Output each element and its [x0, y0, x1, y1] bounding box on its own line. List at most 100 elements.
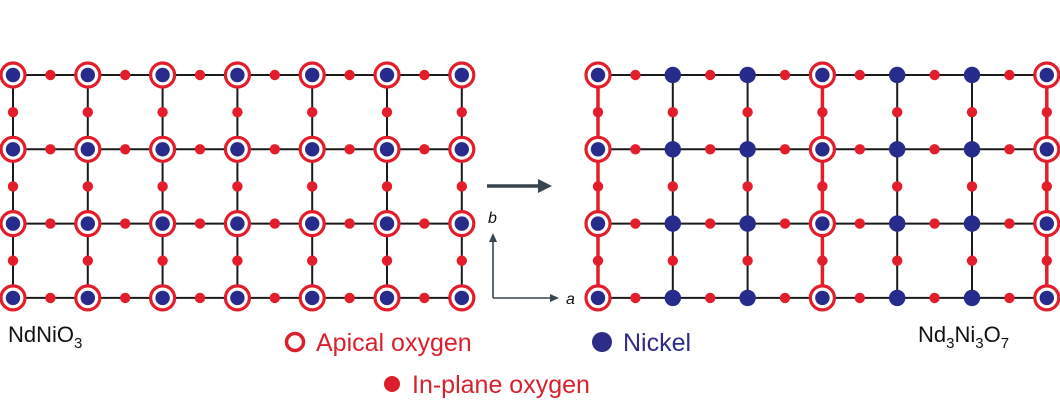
- nickel-atom: [739, 289, 756, 307]
- inplane-oxygen: [120, 144, 131, 155]
- nickel-atom: [664, 141, 681, 158]
- inplane-oxygen: [966, 181, 978, 192]
- inplane-oxygen: [1004, 218, 1015, 229]
- nickel-atom: [155, 142, 170, 157]
- inplane-oxygen: [82, 106, 94, 118]
- inplane-oxygen: [929, 69, 940, 81]
- inplane-oxygen: [269, 292, 280, 304]
- nickel-atom: [963, 141, 981, 158]
- inplane-oxygen: [779, 292, 791, 304]
- inplane-oxygen: [194, 144, 206, 155]
- inplane-oxygen: [232, 181, 243, 192]
- transform-arrow: [487, 179, 552, 193]
- inplane-oxygen: [892, 255, 903, 266]
- inplane-oxygen: [456, 106, 467, 118]
- inplane-oxygen: [929, 144, 940, 155]
- nickel-atom: [379, 216, 395, 231]
- inplane-oxygen: [419, 218, 430, 229]
- axis-a-label: a: [566, 291, 575, 308]
- inplane-oxygen: [157, 255, 168, 266]
- nickel-atom: [379, 142, 395, 157]
- nickel-atom: [454, 67, 469, 83]
- inplane-oxygen: [966, 255, 978, 266]
- nickel-atom: [815, 290, 830, 306]
- nickel-atom: [155, 290, 170, 306]
- inplane-oxygen: [630, 292, 641, 304]
- nickel-atom: [305, 290, 320, 306]
- inplane-oxygen: [381, 181, 393, 192]
- inplane-oxygen: [779, 144, 791, 155]
- nickel-atom: [1039, 142, 1055, 157]
- inplane-oxygen: [1004, 292, 1015, 304]
- inplane-oxygen: [232, 106, 243, 118]
- inplane-oxygen: [381, 255, 393, 266]
- nickel-atom: [963, 66, 981, 84]
- inplane-oxygen: [269, 218, 280, 229]
- nickel-atom: [305, 216, 320, 231]
- nickel-atom: [305, 142, 320, 157]
- inplane-oxygen: [419, 144, 430, 155]
- nickel-atom: [230, 142, 245, 157]
- axis-b-label: b: [488, 210, 497, 227]
- inplane-oxygen: [307, 255, 318, 266]
- inplane-oxygen: [1041, 181, 1053, 192]
- nickel-atom: [815, 67, 830, 83]
- inplane-oxygen: [82, 181, 94, 192]
- inplane-oxygen: [120, 292, 131, 304]
- inplane-oxygen: [120, 69, 131, 81]
- nickel-atom: [80, 290, 96, 306]
- inplane-oxygen: [269, 69, 280, 81]
- inplane-oxygen: [344, 144, 355, 155]
- inplane-oxygen: [45, 218, 56, 229]
- ndnio3-lattice: [0, 61, 476, 312]
- nickel-atom: [230, 216, 245, 231]
- inplane-oxygen: [892, 106, 903, 118]
- nickel-atom: [5, 290, 21, 306]
- nickel-atom: [454, 142, 469, 157]
- nickel-atom: [739, 66, 756, 84]
- inplane-oxygen: [269, 144, 280, 155]
- nickel-atom: [155, 216, 170, 231]
- nickel-atom: [305, 67, 320, 83]
- nickel-atom: [664, 66, 681, 84]
- inplane-oxygen: [82, 255, 94, 266]
- inplane-oxygen: [630, 144, 641, 155]
- inplane-oxygen-legend-marker: [384, 376, 400, 392]
- inplane-oxygen: [705, 144, 716, 155]
- inplane-oxygen: [779, 69, 791, 81]
- nickel-atom: [889, 66, 906, 84]
- nickel-atom: [889, 141, 906, 158]
- inplane-oxygen: [592, 106, 604, 118]
- inplane-oxygen: [929, 218, 940, 229]
- inplane-oxygen: [854, 69, 865, 81]
- inplane-oxygen: [7, 181, 19, 192]
- inplane-oxygen: [592, 181, 604, 192]
- nickel-atom: [5, 142, 21, 157]
- nickel-atom: [664, 215, 681, 232]
- ndnio3-formula: NdNiO3: [8, 322, 82, 352]
- nickel-atom: [963, 215, 981, 232]
- inplane-oxygen: [1004, 144, 1015, 155]
- inplane-oxygen: [929, 292, 940, 304]
- nickel-atom: [590, 290, 606, 306]
- nickel-atom: [590, 67, 606, 83]
- inplane-oxygen: [419, 292, 430, 304]
- inplane-oxygen: [630, 69, 641, 81]
- inplane-oxygen: [667, 255, 678, 266]
- apical-oxygen-legend-label: Apical oxygen: [316, 329, 472, 357]
- nickel-atom: [5, 67, 21, 83]
- inplane-oxygen: [157, 181, 168, 192]
- inplane-oxygen: [45, 144, 56, 155]
- inplane-oxygen: [194, 292, 206, 304]
- nickel-atom: [590, 216, 606, 231]
- nickel-atom: [889, 289, 906, 307]
- inplane-oxygen: [667, 106, 678, 118]
- nickel-atom: [1039, 67, 1055, 83]
- inplane-oxygen: [854, 292, 865, 304]
- inplane-oxygen: [592, 255, 604, 266]
- nickel-atom: [80, 67, 96, 83]
- inplane-oxygen: [742, 181, 753, 192]
- nickel-atom: [590, 142, 606, 157]
- inplane-oxygen: [232, 255, 243, 266]
